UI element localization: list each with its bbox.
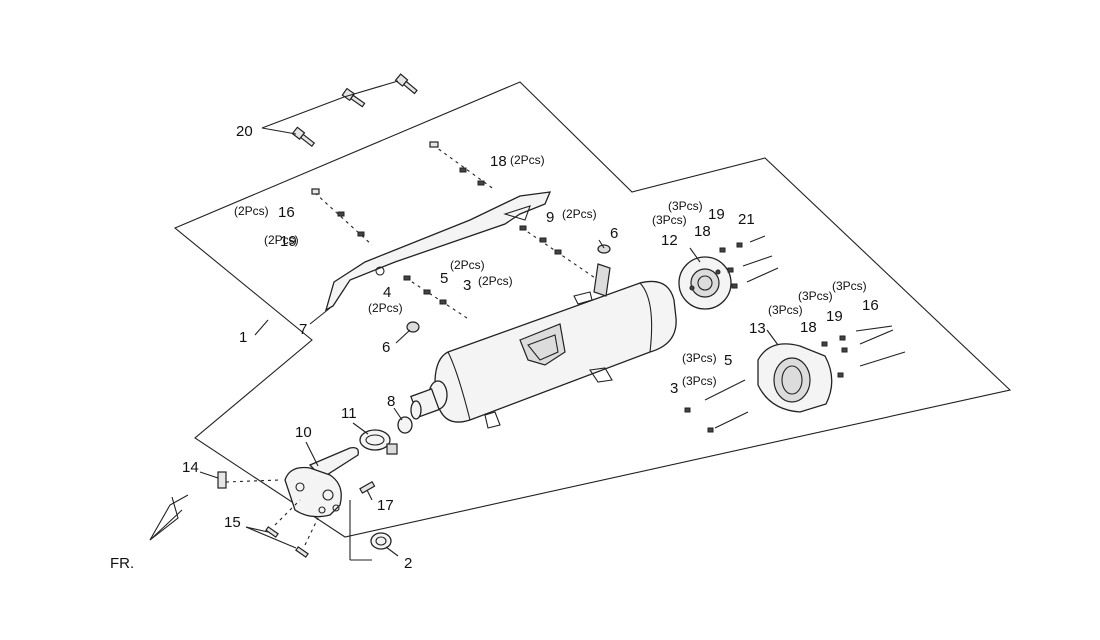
bolts-19-21-upper xyxy=(719,235,779,289)
gasket-8 xyxy=(397,416,413,434)
callout-11: 11 xyxy=(341,405,357,422)
svg-text:18: 18 xyxy=(800,319,817,336)
bolt-16-left xyxy=(311,188,373,246)
svg-text:1: 1 xyxy=(239,329,247,346)
assembly-boundary xyxy=(173,81,1012,538)
callout-20: 20 xyxy=(236,123,253,140)
svg-text:16: 16 xyxy=(278,204,295,221)
bolt-9 xyxy=(519,225,599,281)
svg-text:(2Pcs): (2Pcs) xyxy=(510,153,545,167)
svg-text:(2Pcs): (2Pcs) xyxy=(450,258,485,272)
svg-text:(3Pcs): (3Pcs) xyxy=(682,351,717,365)
svg-text:19: 19 xyxy=(280,233,297,250)
svg-text:5: 5 xyxy=(440,270,448,287)
callout-19-lower-right: 19 (3Pcs) xyxy=(798,289,843,325)
sensor-14 xyxy=(217,471,281,489)
svg-text:20: 20 xyxy=(236,123,253,140)
svg-text:(2Pcs): (2Pcs) xyxy=(234,204,269,218)
svg-text:(3Pcs): (3Pcs) xyxy=(768,303,803,317)
svg-text:3: 3 xyxy=(463,277,471,294)
svg-text:15: 15 xyxy=(224,514,241,531)
svg-text:16: 16 xyxy=(862,297,879,314)
svg-text:3: 3 xyxy=(670,380,678,397)
callout-16-left: 16 (2Pcs) xyxy=(234,204,295,221)
svg-text:9: 9 xyxy=(546,209,554,226)
svg-text:(2Pcs): (2Pcs) xyxy=(562,207,597,221)
callout-2: 2 xyxy=(404,555,412,572)
callout-6-left: 6 xyxy=(382,339,390,356)
callout-18-top: 18 (2Pcs) xyxy=(490,153,545,170)
callout-7: 7 xyxy=(299,321,307,338)
callout-5-lower: 5 (3Pcs) xyxy=(682,351,732,369)
heat-shield-cover xyxy=(324,191,552,312)
callout-3-lower: 3 (3Pcs) xyxy=(670,374,717,397)
svg-text:6: 6 xyxy=(382,339,390,356)
studs-15 xyxy=(265,499,319,558)
callout-17: 17 xyxy=(377,497,394,514)
svg-text:(3Pcs): (3Pcs) xyxy=(682,374,717,388)
svg-text:7: 7 xyxy=(299,321,307,338)
callout-9: 9 (2Pcs) xyxy=(546,207,597,226)
svg-text:(3Pcs): (3Pcs) xyxy=(798,289,833,303)
svg-text:13: 13 xyxy=(749,320,766,337)
svg-text:14: 14 xyxy=(182,459,199,476)
bolt-18-top xyxy=(429,141,496,191)
callout-18-lower-right: 18 (3Pcs) xyxy=(768,303,817,336)
callout-8: 8 xyxy=(387,393,395,410)
callout-19-extra-qty: (3Pcs) xyxy=(668,199,703,213)
leader-lines xyxy=(199,239,779,557)
bolts-16-18-19-right xyxy=(821,325,906,378)
callout-10: 10 xyxy=(295,424,312,441)
callout-3-upper: 3 (2Pcs) xyxy=(463,274,513,294)
svg-text:2: 2 xyxy=(404,555,412,572)
bolt-17 xyxy=(349,480,376,561)
callout-15: 15 xyxy=(224,514,241,531)
header-pipe-10 xyxy=(284,447,359,518)
svg-text:17: 17 xyxy=(377,497,394,514)
svg-text:5: 5 xyxy=(724,352,732,369)
callout-5-upper: 5 (2Pcs) xyxy=(440,258,485,287)
svg-text:(3Pcs): (3Pcs) xyxy=(832,279,867,293)
svg-text:10: 10 xyxy=(295,424,312,441)
svg-text:(3Pcs): (3Pcs) xyxy=(652,213,687,227)
svg-text:6: 6 xyxy=(610,225,618,242)
callout-21: 21 xyxy=(738,211,755,228)
grommet-6-left xyxy=(406,321,420,333)
svg-text:18: 18 xyxy=(490,153,507,170)
svg-text:(2Pcs): (2Pcs) xyxy=(368,301,403,315)
svg-text:19: 19 xyxy=(826,308,843,325)
tail-cover-13 xyxy=(757,343,833,413)
svg-text:18: 18 xyxy=(694,223,711,240)
gasket-2 xyxy=(370,532,392,550)
svg-text:8: 8 xyxy=(387,393,395,410)
bolt-20-group xyxy=(261,73,418,148)
callout-14: 14 xyxy=(182,459,199,476)
svg-text:(2Pcs): (2Pcs) xyxy=(264,233,299,247)
bolts-3-5-lower xyxy=(684,379,749,433)
svg-text:11: 11 xyxy=(341,405,357,422)
svg-text:21: 21 xyxy=(738,211,755,228)
callout-18-upper-right: 18 xyxy=(694,223,711,240)
svg-text:4: 4 xyxy=(383,284,391,301)
front-label: FR. xyxy=(110,555,134,572)
callout-16-right: 16 (3Pcs) xyxy=(832,279,879,314)
callout-6-right: 6 xyxy=(610,225,618,242)
callout-12: 12 xyxy=(661,232,678,249)
svg-text:19: 19 xyxy=(708,206,725,223)
callout-4: 4 (2Pcs) xyxy=(368,284,403,315)
bolt-4-5-3 xyxy=(403,275,471,321)
end-cap-12 xyxy=(678,256,732,310)
callout-19-left: 19 (2Pcs) xyxy=(264,233,299,250)
muffler-body xyxy=(434,263,677,429)
callout-13: 13 xyxy=(749,320,766,337)
muffler-inlet-pipe xyxy=(410,380,448,420)
svg-text:12: 12 xyxy=(661,232,678,249)
callout-1: 1 xyxy=(239,329,247,346)
clamp-11 xyxy=(359,429,398,455)
grommet-6-right xyxy=(597,244,611,254)
front-arrow-icon xyxy=(149,494,189,541)
svg-text:(2Pcs): (2Pcs) xyxy=(478,274,513,288)
callout-19-upper-right: 19 (3Pcs) xyxy=(652,206,725,227)
